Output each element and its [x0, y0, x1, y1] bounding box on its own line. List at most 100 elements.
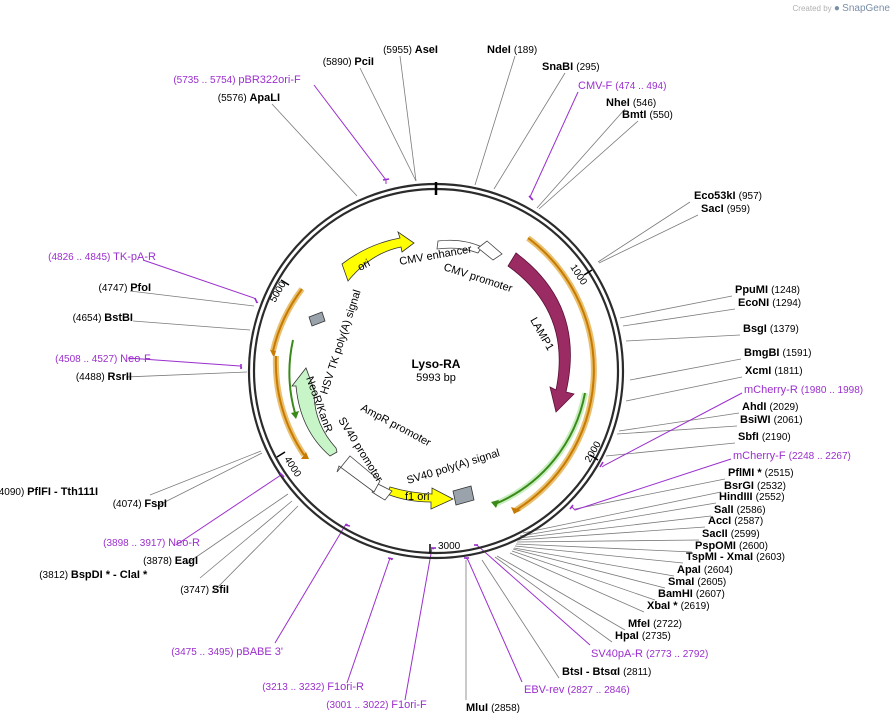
- primer-label-f1ori-f[interactable]: (3001 .. 3022) F1ori-F: [326, 699, 427, 711]
- enzyme-label-pspomi[interactable]: PspOMI (2600): [695, 540, 768, 552]
- enzyme-label-ppumi[interactable]: PpuMI (1248): [735, 284, 800, 296]
- enzyme-label-hpai[interactable]: HpaI (2735): [615, 630, 671, 642]
- enzyme-label-sali[interactable]: SalI (2586): [714, 504, 766, 516]
- enzyme-position: (2599): [731, 529, 760, 540]
- enzyme-name: BsgI: [743, 323, 770, 335]
- enzyme-position: (2552): [756, 492, 785, 503]
- enzyme-position: (2600): [739, 541, 768, 552]
- enzyme-label-bsiwi[interactable]: BsiWI (2061): [740, 414, 803, 426]
- enzyme-name: AseI: [415, 44, 438, 56]
- enzyme-name: FspI: [144, 498, 167, 510]
- enzyme-position: (1294): [772, 298, 801, 309]
- enzyme-label-sbfi[interactable]: SbfI (2190): [738, 431, 791, 443]
- enzyme-label-sfii[interactable]: (3747) SfiI: [180, 584, 229, 596]
- enzyme-label-pflfi-tth111i[interactable]: (4090) PflFI - Tth111I: [0, 486, 98, 498]
- enzyme-label-ahdi[interactable]: AhdI (2029): [742, 401, 798, 413]
- enzyme-label-pfoi[interactable]: (4747) PfoI: [99, 282, 151, 294]
- enzyme-label-bamhi[interactable]: BamHI (2607): [658, 588, 725, 600]
- enzyme-label-xcmi[interactable]: XcmI (1811): [745, 365, 803, 377]
- enzyme-name: XbaI *: [647, 600, 681, 612]
- enzyme-name: SacII: [702, 528, 731, 540]
- primer-label-neo-r[interactable]: (3898 .. 3917) Neo-R: [103, 537, 200, 549]
- enzyme-label-hindiii[interactable]: HindIII (2552): [719, 491, 785, 503]
- primer-position: (1980 .. 1998): [801, 385, 863, 396]
- enzyme-name: SmaI: [668, 576, 697, 588]
- enzyme-label-rsrii[interactable]: (4488) RsrII: [76, 371, 132, 383]
- primer-label-pbr322ori-f[interactable]: (5735 .. 5754) pBR322ori-F: [173, 74, 301, 86]
- enzyme-position: (2858): [491, 703, 520, 714]
- enzyme-label-bspdi-clai[interactable]: (3812) BspDI * - ClaI *: [39, 569, 148, 581]
- primer-position: (4826 .. 4845): [48, 252, 113, 263]
- enzyme-label-apai[interactable]: ApaI (2604): [677, 564, 733, 576]
- enzyme-label-saci[interactable]: SacI (959): [701, 203, 750, 215]
- enzyme-position: (2722): [653, 619, 682, 630]
- enzyme-label-nhei[interactable]: NheI (546): [606, 97, 656, 109]
- enzyme-label-sacii[interactable]: SacII (2599): [702, 528, 760, 540]
- enzyme-label-asei[interactable]: (5955) AseI: [383, 44, 438, 56]
- feature-sv40-polya[interactable]: [452, 485, 475, 506]
- enzyme-position: (2029): [770, 402, 799, 413]
- primer-label-mcherry-f[interactable]: mCherry-F (2248 .. 2267): [733, 450, 851, 462]
- enzyme-label-eagi[interactable]: (3878) EagI: [143, 555, 198, 567]
- enzyme-label-bsrgi[interactable]: BsrGI (2532): [724, 480, 786, 492]
- feature-lamp1[interactable]: [507, 252, 575, 413]
- enzyme-label-bmti[interactable]: BmtI (550): [622, 109, 673, 121]
- enzyme-label-apali[interactable]: (5576) ApaLI: [218, 92, 280, 104]
- enzyme-label-btsi-bts-i[interactable]: BtsI - BtsαI (2811): [562, 666, 651, 678]
- enzyme-position: (4747): [99, 283, 131, 294]
- enzyme-label-acci[interactable]: AccI (2587): [708, 515, 763, 527]
- feature-hsv-tk-polya[interactable]: [308, 311, 326, 327]
- enzyme-label-pcii[interactable]: (5890) PciI: [323, 56, 374, 68]
- enzyme-label-xbai[interactable]: XbaI * (2619): [647, 600, 710, 612]
- primer-position: (3475 .. 3495): [171, 647, 236, 658]
- enzyme-position: (2586): [737, 505, 766, 516]
- feature-neor-kanr[interactable]: [291, 367, 338, 457]
- green-arcs: [288, 339, 588, 508]
- enzyme-position: (5890): [323, 57, 355, 68]
- primer-position: (2827 .. 2846): [567, 685, 629, 696]
- feature-cmv-promoter[interactable]: [477, 240, 503, 261]
- enzyme-label-snabi[interactable]: SnaBI (295): [542, 61, 600, 73]
- enzyme-label-bsgi[interactable]: BsgI (1379): [743, 323, 799, 335]
- primer-label-sv40pa-r[interactable]: SV40pA-R (2773 .. 2792): [591, 648, 708, 660]
- primer-label-tk-pa-r[interactable]: (4826 .. 4845) TK-pA-R: [48, 251, 156, 263]
- enzyme-position: (2587): [734, 516, 763, 527]
- enzyme-name: RsrII: [108, 371, 132, 383]
- snapgene-logo-icon: ●: [833, 3, 840, 14]
- primer-label-neo-f[interactable]: (4508 .. 4527) Neo-F: [55, 353, 151, 365]
- enzyme-label-tspmi-xmai[interactable]: TspMI - XmaI (2603): [686, 551, 785, 563]
- enzyme-name: AhdI: [742, 401, 770, 413]
- enzyme-name: BspDI * - ClaI *: [71, 569, 148, 581]
- snapgene-watermark: Created by ● SnapGene: [793, 3, 890, 14]
- feature-f1-ori[interactable]: [386, 486, 454, 510]
- enzyme-label-eco53ki[interactable]: Eco53kI (957): [694, 190, 762, 202]
- enzyme-position: (295): [576, 62, 599, 73]
- enzyme-label-bstbi[interactable]: (4654) BstBI: [73, 312, 133, 324]
- enzyme-name: HpaI: [615, 630, 642, 642]
- primer-label-cmv-f[interactable]: CMV-F (474 .. 494): [578, 80, 666, 92]
- feature-cmv-enhancer[interactable]: [436, 239, 483, 254]
- primer-label-ebv-rev[interactable]: EBV-rev (2827 .. 2846): [524, 684, 630, 696]
- enzyme-name: PspOMI: [695, 540, 739, 552]
- watermark-brand: SnapGene: [842, 3, 890, 14]
- enzyme-name: PciI: [354, 56, 374, 68]
- feature-ori[interactable]: [341, 230, 415, 282]
- primer-label-f1ori-r[interactable]: (3213 .. 3232) F1ori-R: [262, 681, 364, 693]
- enzyme-label-bmgbi[interactable]: BmgBI (1591): [744, 347, 811, 359]
- enzyme-label-mfei[interactable]: MfeI (2722): [628, 618, 682, 630]
- enzyme-position: (4090): [0, 487, 27, 498]
- watermark-prefix: Created by: [792, 4, 832, 13]
- feature-ampr-promoter[interactable]: [371, 483, 393, 501]
- primer-label-pbabe-3[interactable]: (3475 .. 3495) pBABE 3': [171, 646, 283, 658]
- enzyme-label-fspi[interactable]: (4074) FspI: [113, 498, 167, 510]
- enzyme-label-pflmi[interactable]: PflMI * (2515): [728, 467, 794, 479]
- enzyme-label-mlui[interactable]: MluI (2858): [466, 702, 520, 714]
- enzyme-label-econi[interactable]: EcoNI (1294): [738, 297, 801, 309]
- enzyme-label-smai[interactable]: SmaI (2605): [668, 576, 726, 588]
- feature-sv40-promoter[interactable]: [336, 455, 381, 493]
- enzyme-label-ndei[interactable]: NdeI (189): [487, 44, 537, 56]
- enzyme-position: (1591): [783, 348, 812, 359]
- enzyme-position: (957): [739, 191, 762, 202]
- primer-label-mcherry-r[interactable]: mCherry-R (1980 .. 1998): [744, 384, 863, 396]
